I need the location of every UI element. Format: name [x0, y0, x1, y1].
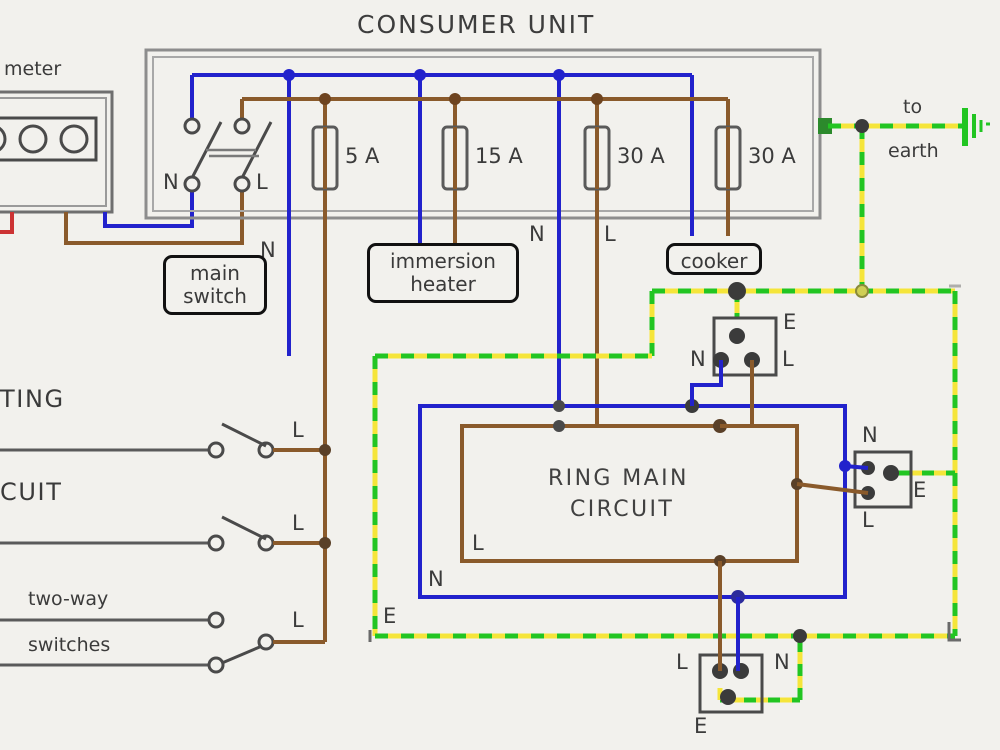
bottom-socket-n-label: N [774, 650, 790, 674]
main-switch-neutral-marker: N [260, 238, 276, 262]
top-socket-outlet[interactable] [690, 316, 778, 428]
top-socket-e-label: E [783, 310, 797, 334]
earth-cable-network [368, 108, 990, 703]
two-way-switch-l-label: L [292, 608, 304, 632]
supply-red-wire [0, 212, 14, 234]
two-way-switch[interactable] [207, 611, 325, 674]
ring-main-box [418, 404, 847, 599]
ring-main-title-line1: RING MAIN [548, 466, 689, 491]
fuse-rating-5a: 5 A [345, 144, 380, 168]
fuse-inner-wires [323, 127, 730, 189]
main-switch-symbol[interactable] [183, 117, 273, 193]
right-socket-outlet[interactable] [796, 450, 913, 509]
bottom-socket-l-label: L [676, 650, 688, 674]
fuse-rating-30a-ring: 30 A [617, 144, 665, 168]
two-way-label-line1: two-way [28, 588, 109, 610]
right-socket-l-label: L [862, 508, 874, 532]
neutral-busbar [190, 69, 694, 406]
to-earth-label-line1: to [903, 96, 923, 118]
lighting-switch-1-l-label: L [292, 418, 304, 442]
lighting-live-riser [319, 444, 331, 642]
right-socket-e-label: E [913, 478, 927, 502]
fuse-rating-30a-cooker: 30 A [748, 144, 796, 168]
cu-neutral-marker: N [529, 222, 545, 246]
lighting-switch-1[interactable] [207, 422, 325, 459]
lighting-heading-line2: CUIT [0, 478, 63, 506]
lighting-switch-2[interactable] [207, 515, 325, 552]
meter-label: meter [4, 58, 62, 80]
immersion-heater-callout: immersion heater [367, 243, 519, 303]
cu-live-marker: L [604, 222, 616, 246]
lighting-heading-line1: TING [0, 385, 65, 413]
bottom-socket-e-label: E [694, 714, 708, 738]
ring-main-title-line2: CIRCUIT [570, 497, 675, 522]
lighting-circuit-wires [0, 448, 212, 667]
meter-live-wire [64, 184, 244, 245]
ring-main-earth-label: E [383, 604, 397, 628]
cooker-callout: cooker [666, 243, 762, 275]
main-switch-callout: main switch [163, 255, 267, 315]
top-socket-l-label: L [782, 347, 794, 371]
main-switch-l-label: L [256, 170, 268, 194]
ring-main-live-label: L [472, 531, 484, 555]
earth-terminal-block [818, 118, 832, 134]
page-title: CONSUMER UNIT [357, 10, 596, 39]
main-switch-n-label: N [163, 170, 179, 194]
to-earth-label-line2: earth [888, 140, 939, 162]
top-socket-n-label: N [690, 347, 706, 371]
right-socket-n-label: N [862, 423, 878, 447]
ring-main-neutral-label: N [428, 567, 444, 591]
bottom-socket-outlet[interactable] [698, 561, 764, 714]
meter-neutral-wire [103, 184, 194, 228]
lighting-switch-2-l-label: L [292, 511, 304, 535]
fuse-rating-15a: 15 A [475, 144, 523, 168]
two-way-label-line2: switches [28, 634, 111, 656]
meter-box [0, 90, 114, 214]
